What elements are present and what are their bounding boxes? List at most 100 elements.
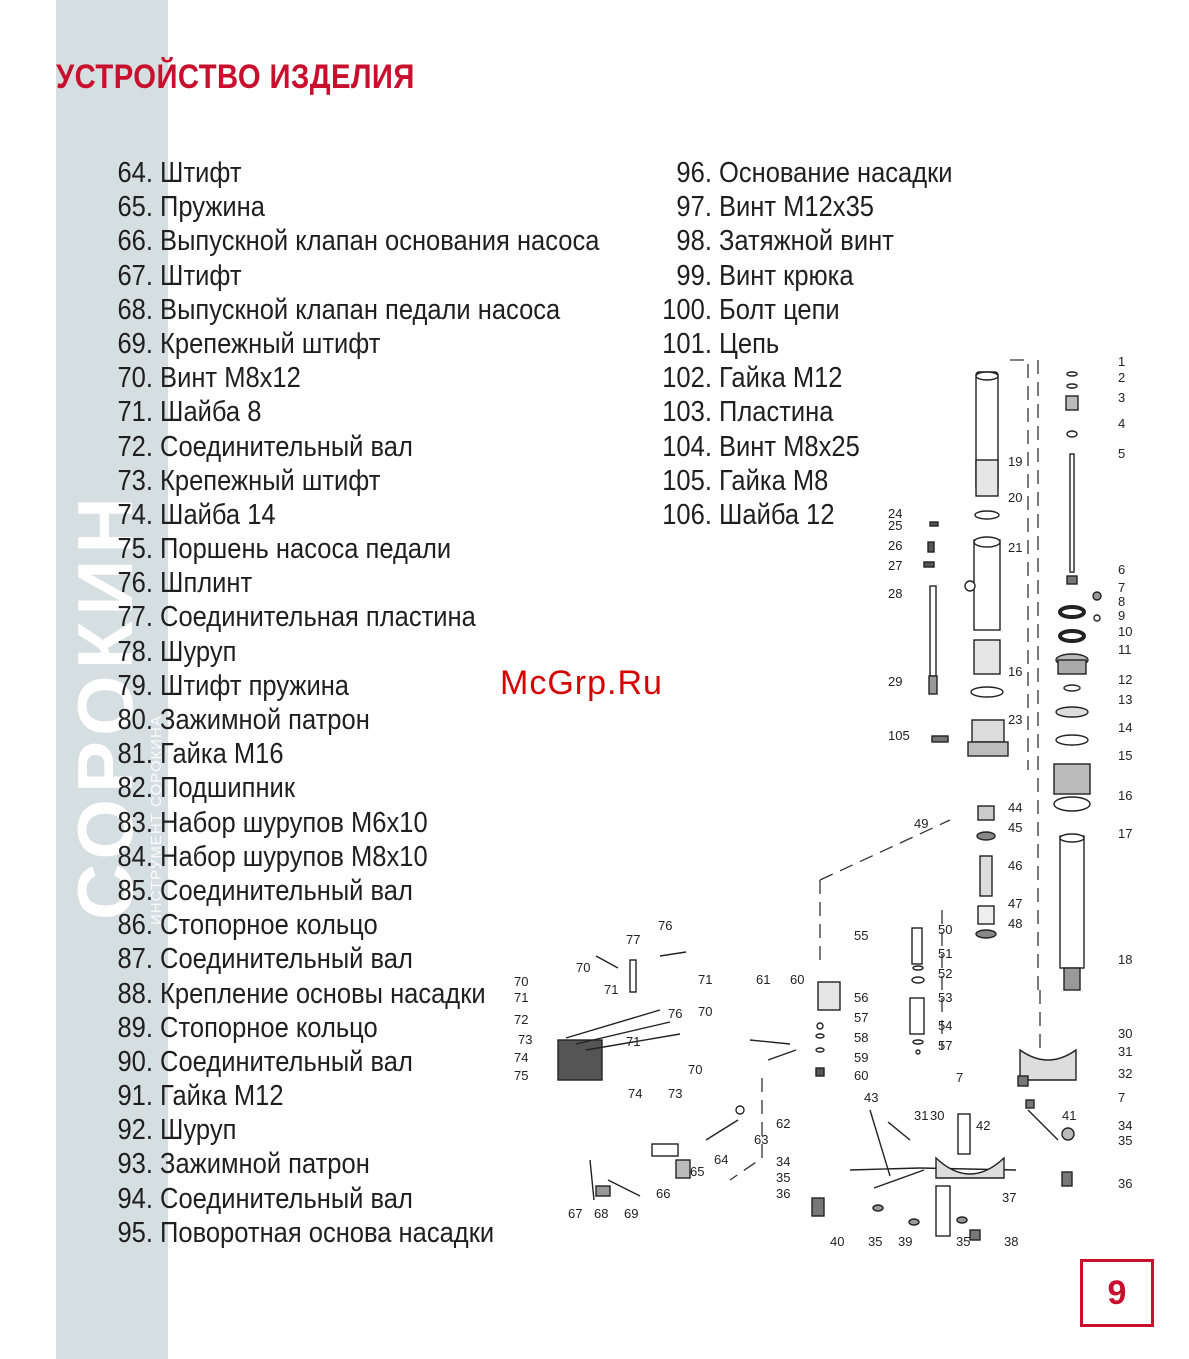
part-number: 75.	[117, 533, 153, 566]
part-number: 92.	[117, 1114, 153, 1147]
part-number: 74.	[117, 498, 153, 531]
part-name: Соединительный вал	[160, 1045, 413, 1078]
part-list-item: 64. Штифт	[116, 156, 599, 190]
part-number: 78.	[117, 635, 153, 668]
brand-registered-mark: ®	[122, 912, 132, 927]
part-number: 102.	[662, 362, 712, 395]
part-callout-label: 27	[888, 558, 902, 573]
part-list-item: 67. Штифт	[116, 259, 599, 293]
part-callout-label: 10	[1118, 624, 1132, 639]
part-callout-label: 71	[626, 1034, 640, 1049]
part-number: 105.	[662, 464, 712, 497]
part-callout-label: 35	[776, 1170, 790, 1185]
part-callout-label: 5	[1118, 446, 1125, 461]
part-callout-label: 20	[1008, 490, 1022, 505]
part-name: Стопорное кольцо	[160, 1011, 378, 1044]
part-list-item: 101. Цепь	[660, 327, 953, 361]
part-list-item: 73. Крепежный штифт	[116, 464, 599, 498]
part-number: 70.	[117, 362, 153, 395]
part-callout-label: 7	[1118, 580, 1125, 595]
part-list-item: 80. Зажимной патрон	[116, 703, 599, 737]
part-callout-label: 76	[668, 1006, 682, 1021]
part-callout-label: 30	[1118, 1026, 1132, 1041]
part-callout-label: 41	[1062, 1108, 1076, 1123]
part-callout-label: 7	[956, 1070, 963, 1085]
part-callout-label: 50	[938, 922, 952, 937]
part-callout-label: 12	[1118, 672, 1132, 687]
part-callout-label: 58	[854, 1030, 868, 1045]
part-callout-label: 4	[1118, 416, 1125, 431]
part-name: Пластина	[719, 396, 834, 429]
part-callout-label: 47	[1008, 896, 1022, 911]
part-callout-label: 55	[854, 928, 868, 943]
part-callout-label: 34	[1118, 1118, 1132, 1133]
part-callout-label: 77	[626, 932, 640, 947]
part-callout-label: 53	[938, 990, 952, 1005]
part-number: 72.	[117, 430, 153, 463]
part-callout-label: 72	[514, 1012, 528, 1027]
part-callout-label: 40	[830, 1234, 844, 1249]
part-callout-label: 35	[1118, 1133, 1132, 1148]
part-number: 95.	[117, 1216, 153, 1249]
part-list-item: 79. Штифт пружина	[116, 669, 599, 703]
part-callout-label: 73	[518, 1032, 532, 1047]
part-number: 76.	[117, 567, 153, 600]
part-callout-label: 23	[1008, 712, 1022, 727]
part-list-item: 90. Соединительный вал	[116, 1045, 599, 1079]
part-name: Соединительный вал	[160, 874, 413, 907]
part-list-item: 75. Поршень насоса педали	[116, 532, 599, 566]
part-number: 69.	[117, 327, 153, 360]
part-list-item: 84. Набор шурупов М8х10	[116, 840, 599, 874]
part-callout-label: 74	[628, 1086, 642, 1101]
part-callout-label: 14	[1118, 720, 1132, 735]
part-number: 91.	[117, 1080, 153, 1113]
part-callout-label: 19	[1008, 454, 1022, 469]
page-title: УСТРОЙСТВО ИЗДЕЛИЯ	[56, 58, 415, 96]
part-number: 106.	[662, 498, 712, 531]
part-list-item: 74. Шайба 14	[116, 498, 599, 532]
part-number: 77.	[117, 601, 153, 634]
part-name: Винт крюка	[719, 259, 854, 292]
part-number: 94.	[117, 1182, 153, 1215]
part-list-item: 106. Шайба 12	[660, 498, 953, 532]
part-name: Набор шурупов М6х10	[160, 806, 428, 839]
part-name: Штифт	[160, 259, 242, 292]
part-callout-label: 57	[854, 1010, 868, 1025]
part-number: 66.	[117, 225, 153, 258]
part-number: 85.	[117, 874, 153, 907]
part-name: Гайка М12	[719, 362, 843, 395]
part-callout-label: 74	[514, 1050, 528, 1065]
part-callout-label: 11	[1118, 642, 1132, 657]
part-name: Крепежный штифт	[160, 327, 381, 360]
part-number: 68.	[117, 293, 153, 326]
part-callout-label: 70	[514, 974, 528, 989]
part-callout-label: 57	[938, 1038, 952, 1053]
part-callout-label: 16	[1118, 788, 1132, 803]
part-callout-label: 38	[1004, 1234, 1018, 1249]
part-callout-label: 29	[888, 674, 902, 689]
part-list-item: 83. Набор шурупов М6х10	[116, 806, 599, 840]
part-callout-label: 2	[1118, 370, 1125, 385]
part-number: 81.	[117, 738, 153, 771]
part-number: 83.	[117, 806, 153, 839]
part-name: Стопорное кольцо	[160, 909, 378, 942]
part-name: Выпускной клапан основания насоса	[160, 225, 600, 258]
part-list-item: 100. Болт цепи	[660, 293, 953, 327]
part-callout-label: 43	[864, 1090, 878, 1105]
part-name: Винт М12х35	[719, 191, 874, 224]
part-number: 87.	[117, 943, 153, 976]
part-callout-label: 42	[976, 1118, 990, 1133]
part-list-item: 85. Соединительный вал	[116, 874, 599, 908]
part-list-item: 88. Крепление основы насадки	[116, 977, 599, 1011]
exploded-parts-diagram: 1234567891011121314151617181920212324252…	[514, 354, 1132, 1249]
part-number: 82.	[117, 772, 153, 805]
part-callout-label: 30	[930, 1108, 944, 1123]
part-callout-label: 69	[624, 1206, 638, 1221]
part-callout-label: 39	[898, 1234, 912, 1249]
part-callout-label: 31	[914, 1108, 928, 1123]
watermark: McGrp.Ru	[500, 664, 663, 702]
part-callout-label: 60	[790, 972, 804, 987]
part-callout-label: 75	[514, 1068, 528, 1083]
part-name: Пружина	[160, 191, 265, 224]
